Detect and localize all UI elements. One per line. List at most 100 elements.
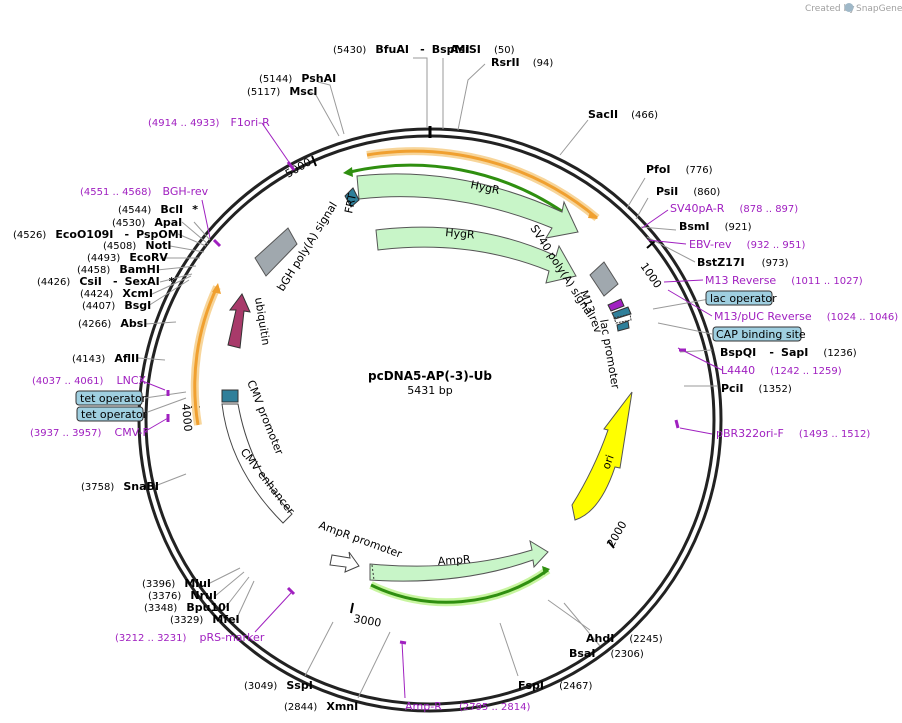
cmv-tet-operator-feature[interactable] (221, 389, 239, 403)
hygR-inner-arrow[interactable] (375, 226, 577, 284)
enzyme-aflii[interactable]: (4143) AflII (72, 347, 139, 366)
plasmid-name: pcDNA5-AP(-3)-Ub (368, 369, 492, 383)
leader-pfoi (626, 177, 646, 209)
primer-m13-reverse-name: M13 Reverse (705, 274, 776, 287)
leader-lac-operator (652, 297, 716, 310)
enzyme-rsrii-name: RsrII (491, 56, 520, 69)
orf-arcs (190, 147, 600, 607)
enzyme-ecoo109i[interactable]: (4526) EcoO109I - PspOMI (13, 223, 183, 242)
ampR-feature[interactable] (369, 539, 549, 582)
snapgene-credit[interactable]: Created by SnapGene (805, 3, 902, 14)
primer-lncx[interactable]: (4037 .. 4061) LNCX (32, 369, 147, 388)
lac-operator-feature[interactable] (611, 306, 632, 320)
cap-binding-site-feature[interactable] (616, 320, 630, 332)
primer-leader-cmv-f (143, 417, 169, 433)
tet-operator-box-1[interactable]: tet operator (75, 390, 147, 406)
cmv-promoter-enhancer-feature[interactable] (221, 403, 293, 524)
enzyme-bsai[interactable]: BsaI (2306) (569, 642, 644, 661)
enzyme-ecoo109i-name2: PspOMI (136, 228, 183, 241)
primer-lncx-name: LNCX (117, 374, 147, 387)
cap-binding-site-box[interactable]: CAP binding site (712, 326, 806, 342)
enzyme-snabi[interactable]: (3758) SnaBI (81, 475, 159, 494)
enzyme-bamhi[interactable]: (4458) BamHI (77, 258, 160, 277)
enzyme-bpu10i-pos: (3348) (144, 603, 177, 614)
plasmid-title-block: pcDNA5-AP(-3)-Ub 5431 bp (368, 369, 492, 397)
primer-pbr322ori-f[interactable]: pBR322ori-F (1493 .. 1512) (716, 422, 870, 441)
m13-rev-feature[interactable] (607, 298, 625, 312)
enzyme-psii[interactable]: PsiI (860) (656, 180, 720, 199)
credit-brand: SnapGene (856, 4, 902, 14)
enzyme-pcii[interactable]: PciI (1352) (721, 377, 792, 396)
primer-leader-f1ori-r (261, 122, 292, 166)
enzyme-bcli[interactable]: (4544) BclI * (118, 198, 198, 217)
enzyme-noti[interactable]: (4508) NotI (103, 234, 171, 253)
enzyme-asisi[interactable]: AsiSI (50) (450, 38, 515, 57)
leader-xcmi (149, 275, 192, 296)
hygR-green-arrowhead (343, 167, 353, 177)
sv40-polyA-signal[interactable] (589, 261, 619, 297)
primer-l4440[interactable]: L4440 (1242 .. 1259) (721, 359, 842, 378)
leader-psii (635, 197, 649, 220)
enzyme-absi[interactable]: (4266) AbsI (78, 312, 147, 331)
enzyme-bpu10i[interactable]: (3348) Bpu10I (144, 596, 230, 615)
enzyme-ecorv[interactable]: (4493) EcoRV (87, 246, 168, 265)
enzyme-bsmi[interactable]: BsmI (921) (679, 215, 752, 234)
ori-feature[interactable] (571, 391, 633, 521)
enzyme-msci[interactable]: (5117) MscI (247, 80, 317, 99)
enzyme-xmni[interactable]: (2844) XmnI (284, 695, 358, 714)
leader-bfuai (413, 57, 428, 128)
enzyme-bcli-pos: (4544) (118, 205, 151, 216)
lac-operator-box[interactable]: lac operator (705, 290, 777, 306)
enzyme-pshai[interactable]: (5144) PshAI (259, 67, 336, 86)
primer-mark-prs-marker (286, 586, 296, 596)
primer-sv40pa-r[interactable]: SV40pA-R (878 .. 897) (670, 197, 798, 216)
enzyme-apai[interactable]: (4530) ApaI (112, 211, 182, 230)
enzyme-fspi[interactable]: FspI (2467) (518, 674, 592, 693)
enzyme-ecoo109i-name: EcoO109I (55, 228, 113, 241)
enzyme-pfoi[interactable]: PfoI (776) (646, 158, 713, 177)
leader-cap-site (657, 322, 713, 335)
leader-mlui (207, 567, 241, 585)
primer-prs-marker[interactable]: (3212 .. 3231) pRS-marker (115, 626, 265, 645)
primer-leader-bgh-rev (201, 199, 211, 239)
leader-sacii (559, 119, 589, 156)
hygR-outer-label: HygR (469, 178, 501, 197)
primer-amp-r[interactable]: Amp-R (2795 .. 2814) (405, 695, 530, 714)
enzyme-nrui[interactable]: (3376) NruI (148, 584, 217, 603)
lac-promoter-feature[interactable] (613, 313, 632, 324)
enzyme-xcmi[interactable]: (4424) XcmI (80, 282, 153, 301)
enzyme-mfei-pos: (3329) (170, 615, 203, 626)
enzyme-bsgi[interactable]: (4407) BsgI (82, 294, 151, 313)
enzyme-bfuai[interactable]: (5430) BfuAI - BspMI (333, 38, 470, 57)
enzyme-rsrii[interactable]: RsrII (94) (491, 51, 553, 70)
bgh-polyA-signal[interactable] (254, 227, 298, 277)
enzyme-sspi[interactable]: (3049) SspI (244, 674, 313, 693)
leader-mfei (235, 580, 255, 621)
ampR-promoter-feature[interactable] (329, 551, 360, 573)
primer-f1ori-r[interactable]: (4914 .. 4933) F1ori-R (148, 111, 270, 130)
leader-rsrii (457, 63, 486, 131)
enzyme-sacii[interactable]: SacII (466) (588, 103, 658, 122)
enzyme-mfei[interactable]: (3329) MfeI (170, 608, 240, 627)
tet-operator-box-2[interactable]: tet operator (76, 406, 148, 422)
enzyme-mlui[interactable]: (3396) MluI (142, 572, 211, 591)
frt-feature[interactable] (344, 187, 360, 208)
enzyme-bspqi[interactable]: BspQI - SapI (1236) (720, 341, 857, 360)
primer-cmv-f[interactable]: (3937 .. 3957) CMV-F (30, 421, 149, 440)
features: HygR HygR FRT bGH poly(A) signal SV40 po… (221, 173, 633, 582)
ampR-orf-arc (370, 568, 549, 604)
enzyme-csii[interactable]: (4426) CsiI - SexAI * (37, 270, 175, 289)
enzyme-ahdi[interactable]: AhdI (2245) (586, 627, 663, 646)
primer-ebv-rev[interactable]: EBV-rev (932 .. 951) (689, 233, 805, 252)
primer-m13-puc-reverse[interactable]: M13/pUC Reverse (1024 .. 1046) (714, 305, 898, 324)
ubiquitin-feature[interactable] (227, 293, 251, 349)
enzyme-psii-pos: (860) (693, 187, 720, 198)
enzyme-snabi-name: SnaBI (123, 480, 159, 493)
enzyme-ahdi-name: AhdI (586, 632, 614, 645)
primer-m13-reverse[interactable]: M13 Reverse (1011 .. 1027) (705, 269, 863, 288)
leader-ahdi (547, 599, 591, 631)
hygR-outer-arrow[interactable] (356, 173, 579, 239)
primer-bgh-rev[interactable]: (4551 .. 4568) BGH-rev (80, 180, 209, 199)
enzyme-fspi-name: FspI (518, 679, 544, 692)
enzyme-bstz17i[interactable]: BstZ17I (973) (697, 251, 789, 270)
